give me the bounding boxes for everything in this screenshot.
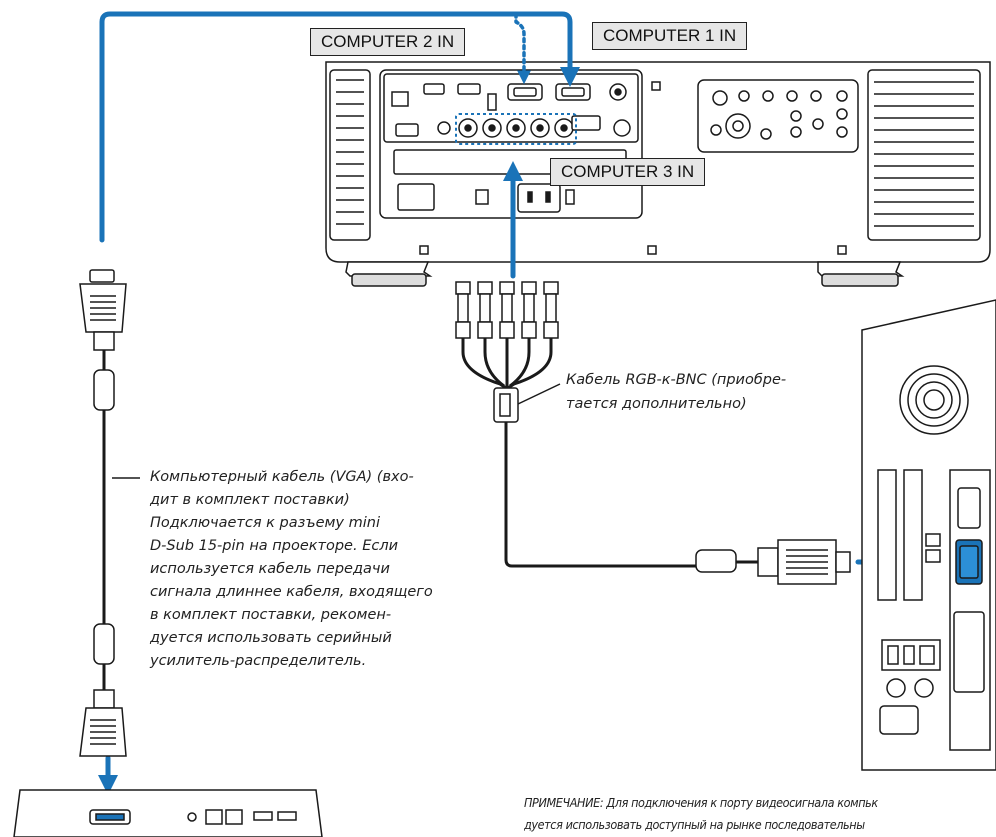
rgb-bnc-cable: [455, 281, 851, 585]
arrow-laptop-to-computer1: [99, 11, 580, 243]
vga-caption-line: сигнала длиннее кабеля, входящего: [150, 584, 433, 600]
right-vent: [867, 69, 981, 241]
computer3-in-label: COMPUTER 3 IN: [550, 158, 706, 186]
pc-control-port: [395, 123, 419, 137]
monitor-out-port: [571, 115, 601, 131]
pc-fan: [899, 365, 969, 435]
usb-port: [487, 93, 497, 111]
bnc-ports: [458, 118, 574, 138]
vga-caption-line: усилитель-распределитель.: [150, 653, 367, 669]
computer1-port: [555, 83, 591, 101]
projector-foot-right: [817, 261, 905, 277]
bnc-cable-caption-line1: Кабель RGB-к-BNC (приобре-: [566, 372, 787, 388]
computer2-in-label: COMPUTER 2 IN: [310, 28, 466, 56]
left-vent: [329, 69, 371, 241]
svideo-port: [613, 119, 631, 137]
vga-cable: [79, 269, 127, 757]
computer2-port: [507, 83, 543, 101]
vga-caption-line: дуется использовать серийный: [150, 630, 392, 646]
arrow-dotted-to-computer2: [514, 12, 531, 85]
vga-caption-line: в комплект поставки, рекомен-: [150, 607, 392, 623]
displayport-port: [457, 83, 481, 95]
lan-port: [391, 91, 409, 107]
bnc-cable-caption-line2: тается дополнительно): [566, 396, 747, 412]
computer1-in-label: COMPUTER 1 IN: [592, 22, 748, 50]
vga-caption-line: Компьютерный кабель (VGA) (вхо-: [150, 469, 414, 485]
ac-inlet: [517, 183, 561, 213]
bnc-plugs: [455, 281, 559, 339]
remote-port: [437, 121, 451, 135]
projector-foot-left: [345, 261, 433, 277]
vga-caption-line: дит в комплект поставки): [150, 492, 350, 508]
vga-caption-line: Подключается к разъему mini: [150, 515, 380, 531]
vga-caption-line: D-Sub 15-pin на проекторе. Если: [150, 538, 399, 554]
bnc-callout-line: [517, 383, 561, 405]
laptop: [13, 789, 323, 837]
vga-caption-line: используется кабель передачи: [150, 561, 390, 577]
power-switch: [475, 189, 489, 205]
note-line2: дуется использовать доступный на рынке п…: [524, 817, 865, 832]
desktop-pc: [861, 299, 996, 771]
note-line1: ПРИМЕЧАНИЕ: Для подключения к порту виде…: [524, 795, 878, 810]
pc-parallel-port: [953, 611, 985, 693]
hdmi-port: [423, 83, 445, 95]
vga-cable-caption: Компьютерный кабель (VGA) (вхо- дит в ко…: [150, 466, 433, 673]
bnc-highlight: [455, 113, 577, 145]
pc-vga-top: [957, 487, 981, 529]
